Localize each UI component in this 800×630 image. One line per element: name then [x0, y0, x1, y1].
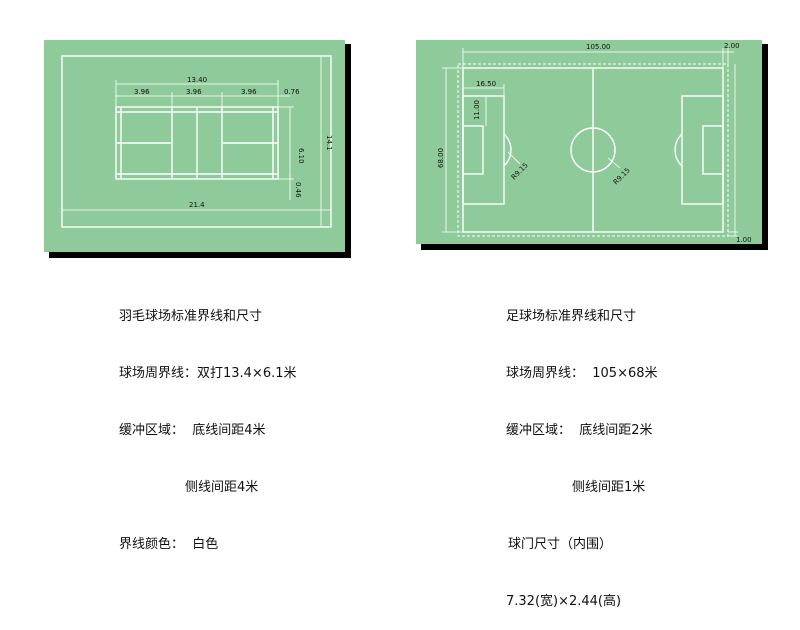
centre-circle [570, 127, 616, 173]
dim-pitch-width: 68.00 [437, 148, 445, 168]
dim-pitch-length: 105.00 [586, 43, 611, 51]
caption-line: 缓冲区域： 底线间距4米 [119, 423, 266, 438]
dim-buffer-width: 14.1 [325, 135, 333, 151]
goal-area-left [462, 125, 484, 175]
dim-side-margin: 1.00 [736, 236, 752, 244]
dim-penalty-depth: 16.50 [476, 80, 496, 88]
badminton-buffer-area [44, 40, 345, 252]
dim-seg4: 0.76 [284, 88, 300, 96]
badminton-diagram: 13.40 3.96 3.96 3.96 0.76 6.10 0.46 14.1… [44, 40, 351, 258]
caption-title: 足球场标准界线和尺寸 [506, 309, 637, 324]
dim-buffer-length: 21.4 [189, 201, 205, 209]
caption-line: 球门尺寸（内围） [508, 537, 613, 552]
dim-goal-area: 11.00 [473, 100, 481, 120]
dim-seg3: 3.96 [241, 88, 257, 96]
football-diagram: 105.00 2.00 16.50 11.00 68.00 R9.15 R9.1… [416, 40, 768, 250]
goal-area-right [702, 125, 724, 175]
caption-line: 侧线间距1米 [572, 480, 646, 495]
dim-end-margin: 2.00 [724, 42, 740, 50]
caption-line: 球场周界线： 105×68米 [506, 366, 658, 381]
dim-seg2: 3.96 [186, 88, 202, 96]
penalty-arc-left [503, 133, 512, 167]
caption-line: 缓冲区域： 底线间距2米 [506, 423, 653, 438]
caption-title: 羽毛球场标准界线和尺寸 [119, 309, 263, 324]
caption-line: 球场周界线：双打13.4×6.1米 [119, 366, 297, 381]
dim-singles-width: 0.46 [294, 182, 302, 198]
football-buffer-area [416, 40, 762, 244]
penalty-arc-right [674, 133, 683, 167]
badminton-buffer-outline [61, 55, 332, 228]
dim-court-width: 6.10 [297, 148, 305, 164]
badminton-dimension-lines [62, 56, 331, 227]
football-pitch [462, 67, 724, 233]
badminton-court [115, 106, 279, 180]
football-buffer-outline [457, 63, 729, 237]
dim-total-length: 13.40 [187, 76, 207, 84]
caption-line: 界线颜色： 白色 [119, 537, 219, 552]
football-caption: 足球场标准界线和尺寸 球场周界线： 105×68米 缓冲区域： 底线间距2米 侧… [506, 269, 658, 630]
badminton-svg: 13.40 3.96 3.96 3.96 0.76 6.10 0.46 14.1… [44, 40, 351, 258]
football-svg: 105.00 2.00 16.50 11.00 68.00 R9.15 R9.1… [416, 40, 768, 250]
badminton-caption: 羽毛球场标准界线和尺寸 球场周界线：双打13.4×6.1米 缓冲区域： 底线间距… [119, 269, 297, 573]
football-dimension-lines [442, 48, 738, 237]
dim-seg1: 3.96 [134, 88, 150, 96]
caption-line: 侧线间距4米 [185, 480, 259, 495]
caption-line: 7.32(宽)×2.44(高) [506, 594, 622, 609]
